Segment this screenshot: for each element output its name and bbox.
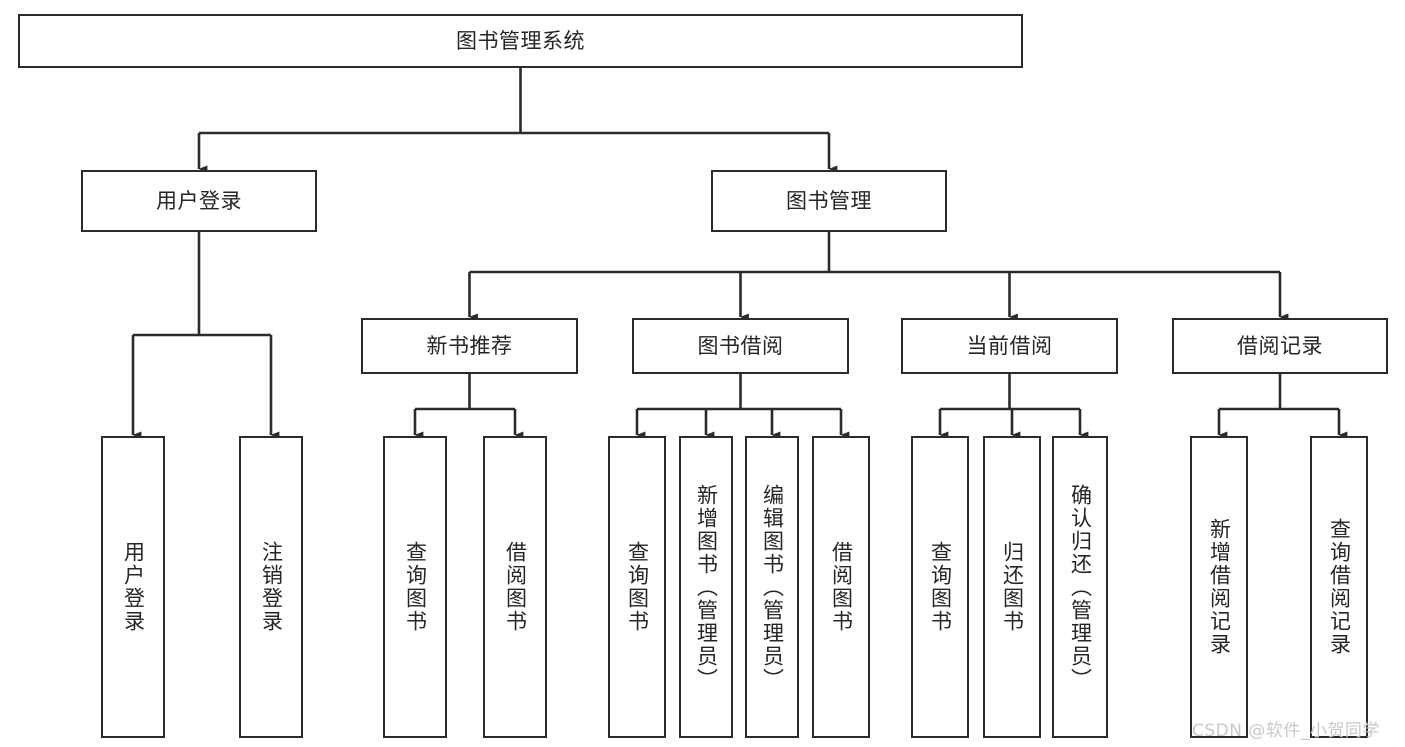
node-label: 新书推荐 [426,333,513,358]
node-label: 借阅图书 [503,541,528,633]
node-leaf-query-book-2[interactable]: 查询图书 [608,436,666,738]
node-label: 图书管理 [786,188,872,213]
node-label: 新增借阅记录 [1207,518,1232,656]
node-book-manage[interactable]: 图书管理 [711,170,947,232]
node-label: 图书借阅 [697,333,784,358]
node-label: 注销登录 [259,541,284,633]
node-root[interactable]: 图书管理系统 [18,14,1023,68]
node-leaf-borrow-book-1[interactable]: 借阅图书 [483,436,547,738]
node-label: 编辑图书（管理员） [760,483,785,691]
node-label: 确认归还（管理员） [1068,483,1093,691]
node-label: 借阅记录 [1237,333,1323,358]
node-label: 查询图书 [625,541,650,633]
node-leaf-edit-book[interactable]: 编辑图书（管理员） [745,436,799,738]
node-leaf-user-login[interactable]: 用户登录 [101,436,165,738]
csdn-watermark: CSDN @软件_小贺同学 [1192,721,1380,741]
node-leaf-query-book-1[interactable]: 查询图书 [383,436,447,738]
node-book-borrow[interactable]: 图书借阅 [632,318,849,374]
node-label: 查询图书 [403,541,428,633]
node-label: 新增图书（管理员） [694,483,719,691]
node-label: 查询图书 [928,541,953,633]
node-leaf-confirm-ret[interactable]: 确认归还（管理员） [1052,436,1108,738]
node-label: 借阅图书 [829,541,854,633]
node-leaf-query-book-3[interactable]: 查询图书 [911,436,969,738]
node-current-borrow[interactable]: 当前借阅 [901,318,1118,374]
node-label: 用户登录 [156,188,242,213]
node-label: 归还图书 [1000,541,1025,633]
node-label: 当前借阅 [966,333,1053,358]
node-label: 查询借阅记录 [1327,518,1352,656]
node-label: 图书管理系统 [456,28,585,53]
node-leaf-borrow-book-2[interactable]: 借阅图书 [812,436,870,738]
node-leaf-add-book[interactable]: 新增图书（管理员） [679,436,733,738]
node-borrow-record[interactable]: 借阅记录 [1172,318,1388,374]
node-leaf-add-record[interactable]: 新增借阅记录 [1190,436,1248,738]
node-label: 用户登录 [121,541,146,633]
node-leaf-return-book[interactable]: 归还图书 [983,436,1041,738]
node-leaf-user-logout[interactable]: 注销登录 [239,436,303,738]
node-user-login[interactable]: 用户登录 [81,170,317,232]
node-leaf-query-record[interactable]: 查询借阅记录 [1310,436,1368,738]
node-new-book-rec[interactable]: 新书推荐 [361,318,578,374]
